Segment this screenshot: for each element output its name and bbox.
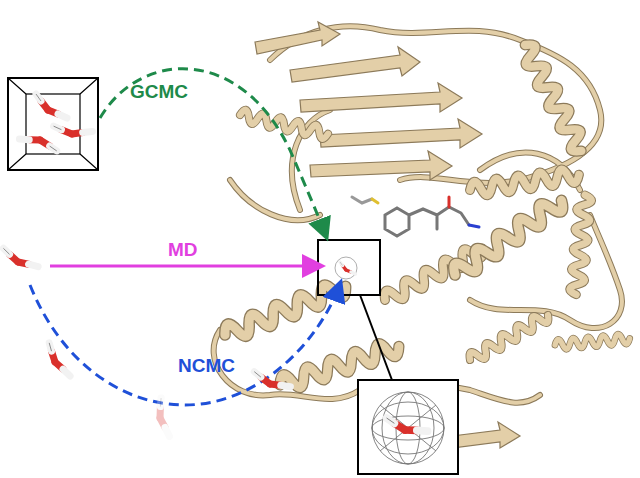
method-label: NCMC [178, 356, 235, 375]
method-label: GCMC [130, 82, 188, 101]
method-label: MD [168, 240, 198, 259]
